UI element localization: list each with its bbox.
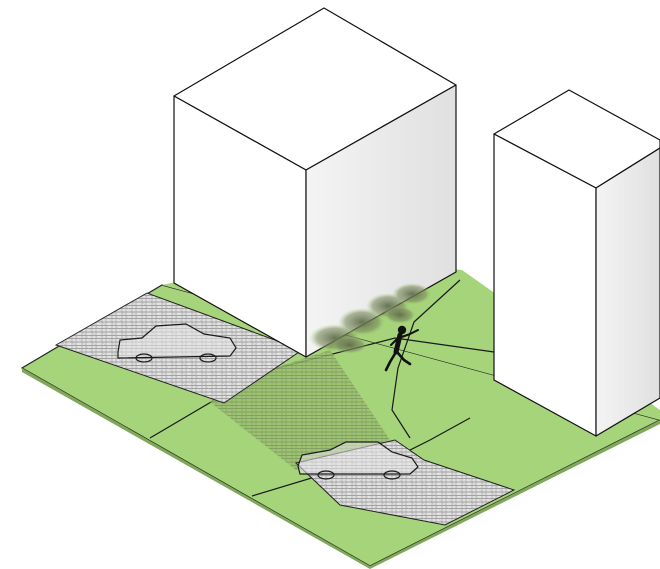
- building-short: [494, 90, 660, 436]
- building-short-right-wall: [596, 148, 660, 436]
